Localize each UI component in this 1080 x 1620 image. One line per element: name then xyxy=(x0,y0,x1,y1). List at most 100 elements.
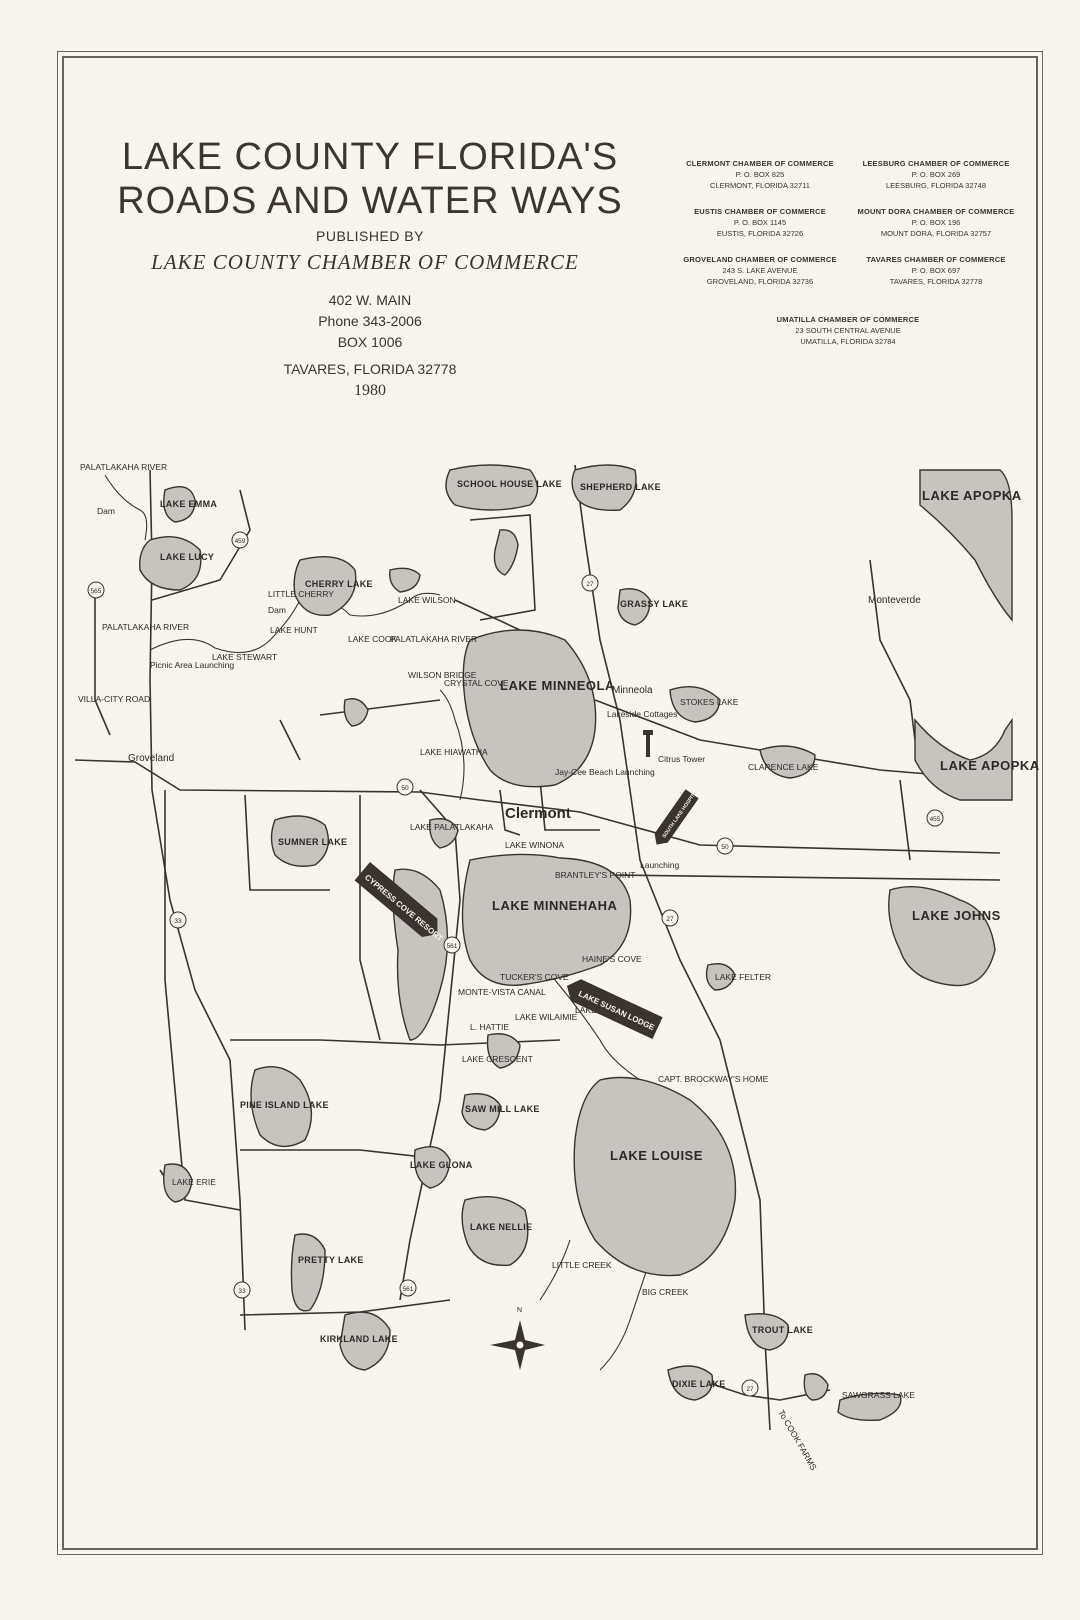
lake-erie-shape xyxy=(163,1163,193,1203)
local-road xyxy=(469,514,536,621)
big-creek xyxy=(599,1259,651,1371)
chamber-line: TAVARES, FLORIDA 32778 xyxy=(889,277,983,286)
route-shield: 33 xyxy=(233,1281,251,1299)
route-number: 33 xyxy=(238,1288,246,1295)
lake-johns-shape xyxy=(888,885,996,987)
local-road xyxy=(539,779,600,831)
lakes xyxy=(139,464,1013,1422)
minneola-town-label: Minneola xyxy=(612,685,653,696)
route-shield: 565 xyxy=(87,581,105,599)
small-lake-shape xyxy=(493,529,519,576)
citrus-tower-label: Citrus Tower xyxy=(658,754,705,764)
chamber-line: LEESBURG, FLORIDA 32748 xyxy=(885,181,987,190)
little-cherry-label: LITTLE CHERRY xyxy=(268,589,334,599)
address-phone: Phone 343-2006 xyxy=(318,313,422,329)
chamber-line: MOUNT DORA, FLORIDA 32757 xyxy=(880,229,992,238)
grassy-lake-shape xyxy=(617,588,651,626)
lake-cook-label: LAKE COOK xyxy=(348,634,397,644)
route-number: 27 xyxy=(586,581,594,588)
dixie-lake-label: DIXIE LAKE xyxy=(672,1379,726,1389)
big-creek-label: BIG CREEK xyxy=(642,1287,689,1297)
lake-minneola-label: LAKE MINNEOLA xyxy=(500,678,615,693)
small-lake-shape xyxy=(803,1373,829,1401)
river xyxy=(439,689,465,801)
route-shield: 27 xyxy=(741,1379,759,1397)
grassy-lake-label: GRASSY LAKE xyxy=(620,599,688,609)
trout-lake-shape xyxy=(744,1313,789,1351)
route-50-road xyxy=(74,759,1001,854)
chamber-line: GROVELAND, FLORIDA 32736 xyxy=(706,277,814,286)
title-line-2: ROADS AND WATER WAYS xyxy=(117,180,623,222)
kirkland-lake-label: KIRKLAND LAKE xyxy=(320,1334,398,1344)
callout-text: SOUTH LAKE HOSPITAL xyxy=(661,788,700,840)
route-number: 561 xyxy=(447,943,458,950)
lake-crescent-shape xyxy=(486,1033,521,1069)
lake-wilaimie-label: LAKE WILAIMIE xyxy=(515,1012,578,1022)
local-road xyxy=(699,1379,831,1401)
lake-hunt-label: LAKE HUNT xyxy=(270,625,318,635)
villa-city-road-label: VILLA-CITY ROAD xyxy=(78,694,150,704)
sumner-lake-shape xyxy=(270,815,329,867)
map-title: LAKE COUNTY FLORIDA'S ROADS AND WATER WA… xyxy=(70,135,670,223)
lake-palatlakaha-label: LAKE PALATLAKAHA xyxy=(410,822,494,832)
local-road xyxy=(899,779,911,861)
lake-apopka-east-label: LAKE APOPKA xyxy=(940,758,1040,773)
shepherd-lake-label: SHEPHERD LAKE xyxy=(580,482,661,492)
chamber-name: EUSTIS CHAMBER OF COMMERCE xyxy=(694,207,826,216)
route-shield: 455 xyxy=(926,809,944,827)
sawgrass-lake-label: SAWGRASS LAKE xyxy=(842,1390,915,1400)
chamber-line: CLERMONT, FLORIDA 32711 xyxy=(710,181,810,190)
route-shield: 50 xyxy=(716,837,734,855)
lake-apopka-north-shape xyxy=(919,469,1013,622)
pine-island-lake-label: PINE ISLAND LAKE xyxy=(240,1100,329,1110)
pine-island-lake-shape xyxy=(250,1066,313,1148)
local-road xyxy=(164,790,241,1211)
lake-stewart-label: LAKE STEWART xyxy=(212,652,277,662)
tower-icon xyxy=(643,730,653,757)
sumner-lake-label: SUMNER LAKE xyxy=(278,837,347,847)
lake-felter-shape xyxy=(705,963,736,991)
lake-johns-label: LAKE JOHNS xyxy=(912,908,1001,923)
brantleys-point-label: BRANTLEY'S POINT xyxy=(555,870,636,880)
hospital-callout: SOUTH LAKE HOSPITAL xyxy=(654,788,700,845)
address-city: TAVARES, FLORIDA 32778 xyxy=(283,361,457,377)
monte-vista-canal-label: MONTE-VISTA CANAL xyxy=(458,987,546,997)
route-565-road xyxy=(94,585,111,736)
lake-palatlakaha-shape xyxy=(429,818,459,849)
monteverde-label: Monteverde xyxy=(868,595,921,606)
clarence-lake-label: CLARENCE LAKE xyxy=(748,762,819,772)
lake-louise-shape xyxy=(573,1076,737,1277)
dam-label: Dam xyxy=(268,605,286,615)
route-33-road xyxy=(149,469,246,1331)
north-label: N xyxy=(517,1307,522,1314)
lake-apopka-east-shape xyxy=(914,717,1013,801)
chamber-name: UMATILLA CHAMBER OF COMMERCE xyxy=(776,315,920,324)
stokes-lake-label: STOKES LAKE xyxy=(680,697,739,707)
route-shields: 459 565 27 50 455 33 561 27 561 33 27 50 xyxy=(87,531,944,1397)
chamber-line: P. O. BOX 1145 xyxy=(733,218,787,227)
tuckers-cove-label: TUCKER'S COVE xyxy=(500,972,569,982)
route-number: 50 xyxy=(721,844,729,851)
lake-lucy-label: LAKE LUCY xyxy=(160,552,214,562)
lake-louise-label: LAKE LOUISE xyxy=(610,1148,703,1163)
chamber-line: EUSTIS, FLORIDA 32726 xyxy=(716,229,804,238)
lake-hiawatha-label: LAKE HIAWATHA xyxy=(420,747,488,757)
lake-felter-label: LAKE FELTER xyxy=(715,972,771,982)
route-shield: 561 xyxy=(443,936,461,954)
route-number: 455 xyxy=(930,816,941,823)
chamber-entry: CLERMONT CHAMBER OF COMMERCE P. O. BOX 8… xyxy=(670,158,850,191)
trout-lake-label: TROUT LAKE xyxy=(752,1325,813,1335)
local-road xyxy=(454,599,521,631)
groveland-label: Groveland xyxy=(128,753,174,764)
school-house-lake-shape xyxy=(445,464,539,511)
route-number: 33 xyxy=(174,918,182,925)
route-number: 27 xyxy=(666,916,674,923)
little-creek-label: LITTLE CREEK xyxy=(552,1260,612,1270)
sawgrass-lake-shape xyxy=(837,1392,902,1422)
lake-minnehaha-label: LAKE MINNEHAHA xyxy=(492,898,618,913)
pretty-lake-shape xyxy=(290,1233,326,1312)
crystal-cove-label: CRYSTAL COVE xyxy=(444,678,509,688)
lake-glona-shape xyxy=(413,1146,451,1189)
lake-crescent-label: LAKE CRESCENT xyxy=(462,1054,533,1064)
route-shield: 459 xyxy=(231,531,249,549)
